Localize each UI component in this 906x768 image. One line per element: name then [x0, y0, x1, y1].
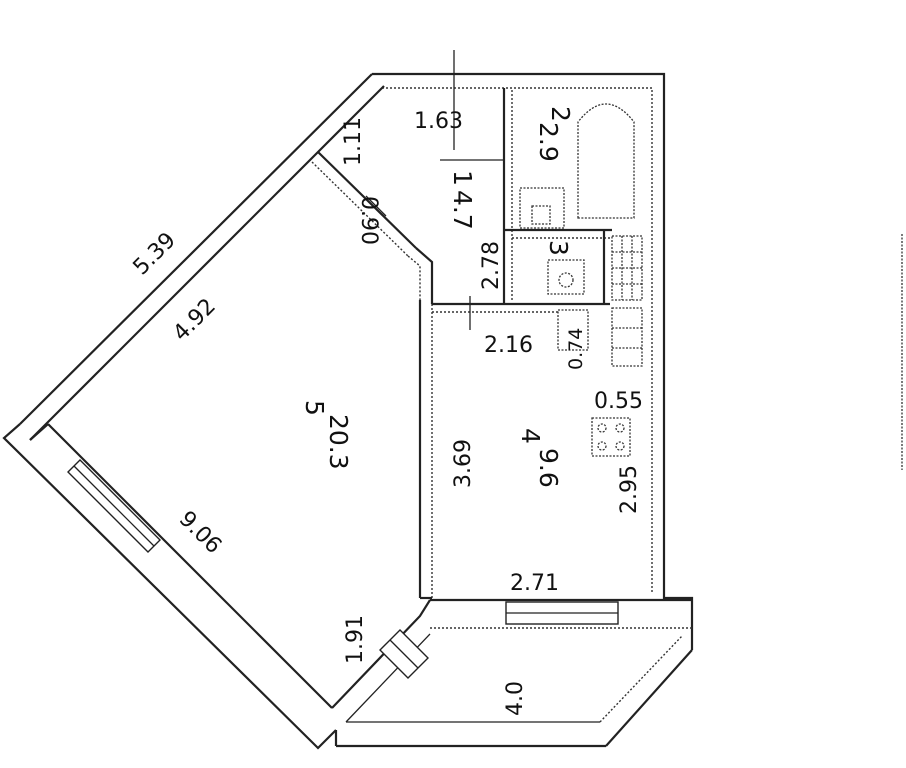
dim-2-71: 2.71: [510, 571, 559, 596]
room-1-area: 4.7: [448, 190, 477, 230]
dim-0-74: 0.74: [565, 328, 587, 370]
sink-icon: [558, 272, 574, 288]
room-4-number: 4: [516, 428, 545, 444]
dim-2-95: 2.95: [617, 465, 642, 514]
room-2-number: 2: [546, 106, 575, 122]
room-4-area: 9.6: [534, 448, 563, 488]
room-3-number: 3: [544, 240, 573, 256]
room-5-area: 20.3: [324, 414, 353, 470]
dim-9-06: 9.06: [174, 507, 226, 559]
dim-1-11: 1.11: [341, 117, 366, 166]
room-1-number: 1: [448, 170, 477, 186]
fixtures: [519, 103, 643, 457]
dim-1-63: 1.63: [414, 109, 463, 134]
room-2-area: 2.9: [534, 122, 563, 162]
washer-icon: [557, 309, 589, 351]
dim-4-0: 4.0: [503, 681, 528, 716]
toilet-icon: [519, 187, 565, 229]
kitchen-cabinet-icon: [611, 307, 643, 367]
interior-walls: [311, 88, 612, 600]
dim-3-69: 3.69: [451, 439, 476, 488]
dim-2-78: 2.78: [479, 241, 504, 290]
bathtub-icon: [577, 103, 635, 219]
dim-0-90: 0.90: [356, 196, 381, 245]
dim-0-55: 0.55: [594, 389, 643, 414]
dim-2-16: 2.16: [484, 333, 533, 358]
dim-4-92: 4.92: [169, 294, 221, 346]
balcony: [331, 598, 692, 723]
room5-window: [67, 459, 161, 553]
outer-walls: [2, 72, 694, 750]
dimension-labels: 5.39 4.92 1.11 1.63 0.90 2.78 2.16 0.74 …: [129, 109, 643, 716]
room-labels: 1 4.7 2 2.9 3 4 9.6 5 20.3: [300, 106, 575, 488]
dimension-ticks: [365, 50, 500, 330]
room-5-number: 5: [300, 400, 329, 416]
stove-icon: [591, 417, 631, 457]
dim-1-91: 1.91: [343, 615, 368, 664]
